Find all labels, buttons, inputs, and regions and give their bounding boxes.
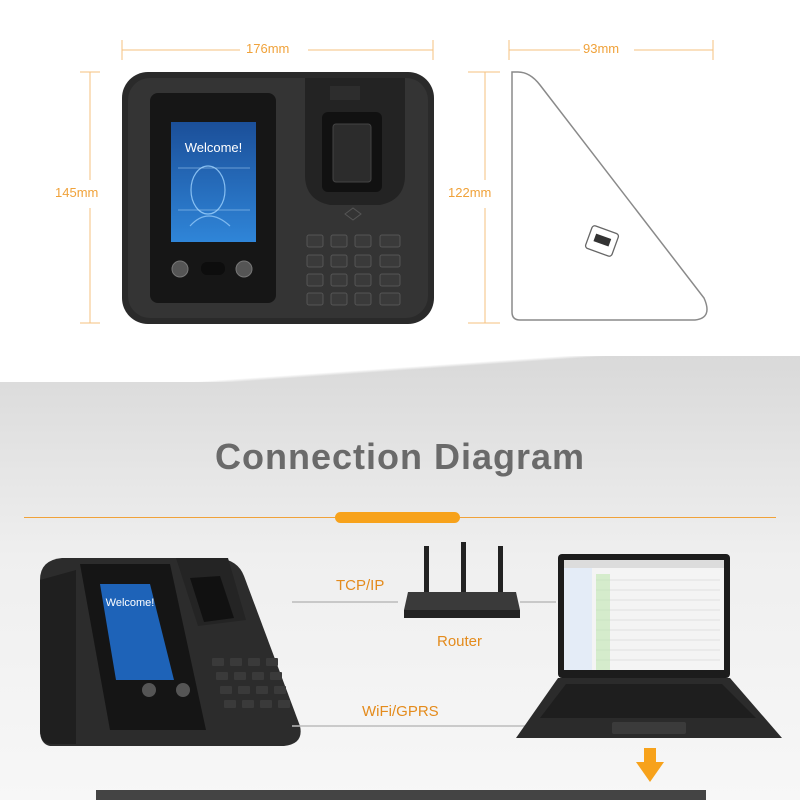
dimension-height-side: 122mm	[448, 185, 492, 200]
dimension-width-front: 176mm	[246, 41, 290, 56]
label-tcpip: TCP/IP	[336, 577, 385, 594]
divider-accent-pill	[335, 512, 460, 523]
dimension-height-front: 145mm	[55, 185, 99, 200]
connection-illustration	[40, 542, 782, 782]
diagram-screen-welcome-text: Welcome!	[105, 597, 155, 609]
attendance-device	[40, 558, 301, 746]
front-screen-welcome-text: Welcome!	[184, 140, 243, 155]
dimension-drawing	[80, 40, 714, 324]
label-router: Router	[437, 633, 483, 650]
device-front-view	[122, 72, 434, 324]
diagram-title: Connection Diagram	[214, 436, 586, 477]
dimension-depth-side: 93mm	[583, 41, 620, 56]
laptop	[516, 554, 782, 738]
router	[404, 542, 520, 618]
device-side-view	[511, 71, 708, 321]
label-wifi-gprs: WiFi/GPRS	[362, 703, 439, 720]
next-image-edge	[96, 790, 706, 800]
